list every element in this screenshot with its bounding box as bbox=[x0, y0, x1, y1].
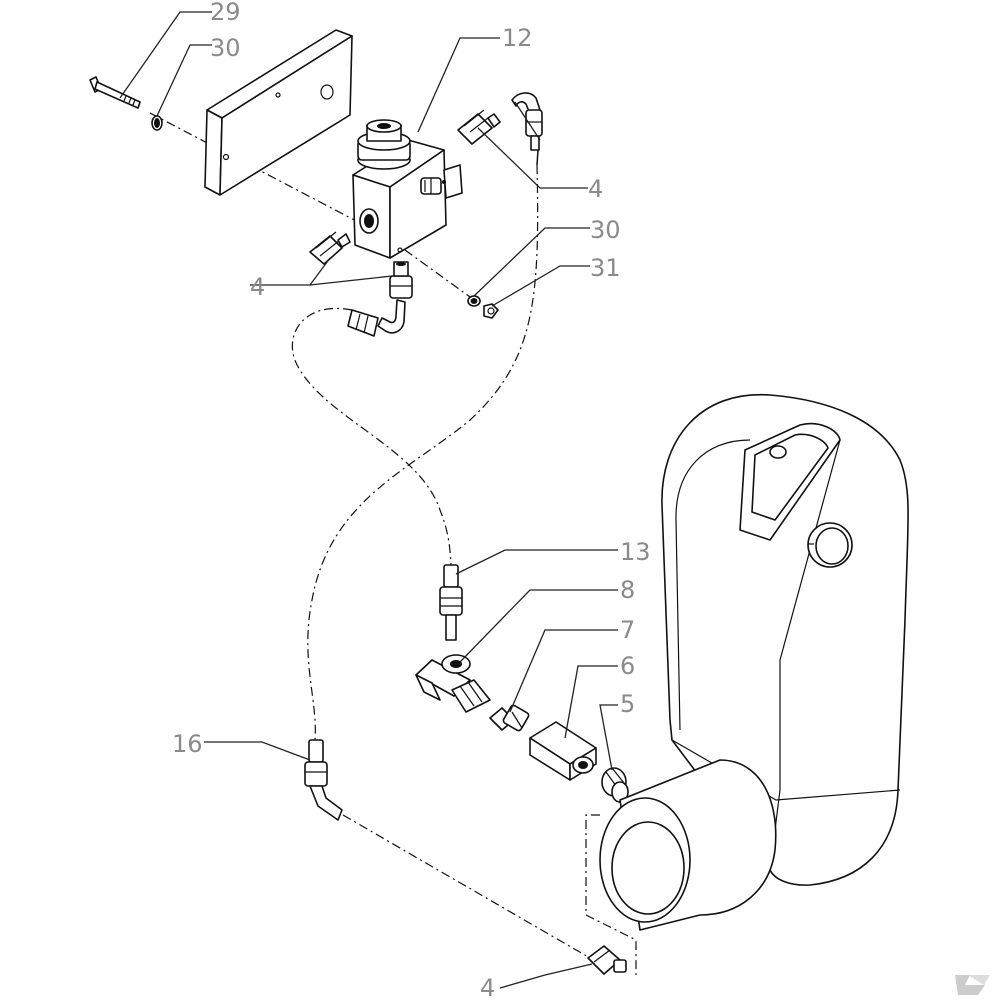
callout-16: 16 bbox=[172, 730, 203, 758]
callout-29: 29 bbox=[210, 0, 241, 26]
washer-30-lower bbox=[467, 295, 481, 307]
callout-31: 31 bbox=[590, 254, 621, 282]
elbow-hose-lower bbox=[347, 299, 406, 337]
corner-logo-icon bbox=[955, 975, 990, 995]
callout-6: 6 bbox=[620, 652, 635, 680]
dash-bracket bbox=[585, 814, 637, 975]
fitting-4-bottom bbox=[587, 945, 627, 975]
fitting-4-lower bbox=[389, 261, 413, 299]
callout-13: 13 bbox=[620, 538, 651, 566]
hose-end-13 bbox=[439, 564, 463, 641]
callout-4-right: 4 bbox=[588, 175, 603, 203]
callout-30-top: 30 bbox=[210, 34, 241, 62]
hose-end-16 bbox=[304, 739, 343, 821]
mounting-plate bbox=[204, 29, 353, 196]
bolt-29 bbox=[89, 76, 141, 109]
dash-to-bottom-fitting bbox=[342, 814, 591, 959]
tee-fitting-8 bbox=[415, 654, 491, 713]
callout-12: 12 bbox=[502, 24, 533, 52]
hose-valve-to-tee bbox=[291, 307, 452, 566]
nipple-5 bbox=[601, 767, 629, 803]
callout-4-bottom: 4 bbox=[480, 974, 495, 1000]
callout-8: 8 bbox=[620, 576, 635, 604]
dash-nut-axis bbox=[404, 249, 471, 298]
hose-long bbox=[536, 149, 539, 166]
elbow-hose-top bbox=[511, 92, 543, 151]
adapter-7 bbox=[489, 704, 530, 732]
callout-30-lower: 30 bbox=[590, 216, 621, 244]
callout-5: 5 bbox=[620, 690, 635, 718]
washer-30-top bbox=[151, 115, 163, 131]
valve-block-12 bbox=[352, 119, 463, 259]
callout-7: 7 bbox=[620, 616, 635, 644]
coupler-6 bbox=[529, 721, 597, 781]
callouts: 29 30 12 4 4 30 31 13 8 7 6 5 16 4 bbox=[172, 0, 651, 1000]
fitting-4-upper bbox=[457, 109, 501, 145]
hose-long-dashed bbox=[307, 164, 539, 741]
fitting-4-left bbox=[309, 231, 351, 265]
leader-lines bbox=[119, 11, 618, 989]
nut-31 bbox=[483, 303, 499, 319]
hub-cylinder bbox=[599, 759, 777, 931]
callout-4-left: 4 bbox=[250, 273, 265, 301]
